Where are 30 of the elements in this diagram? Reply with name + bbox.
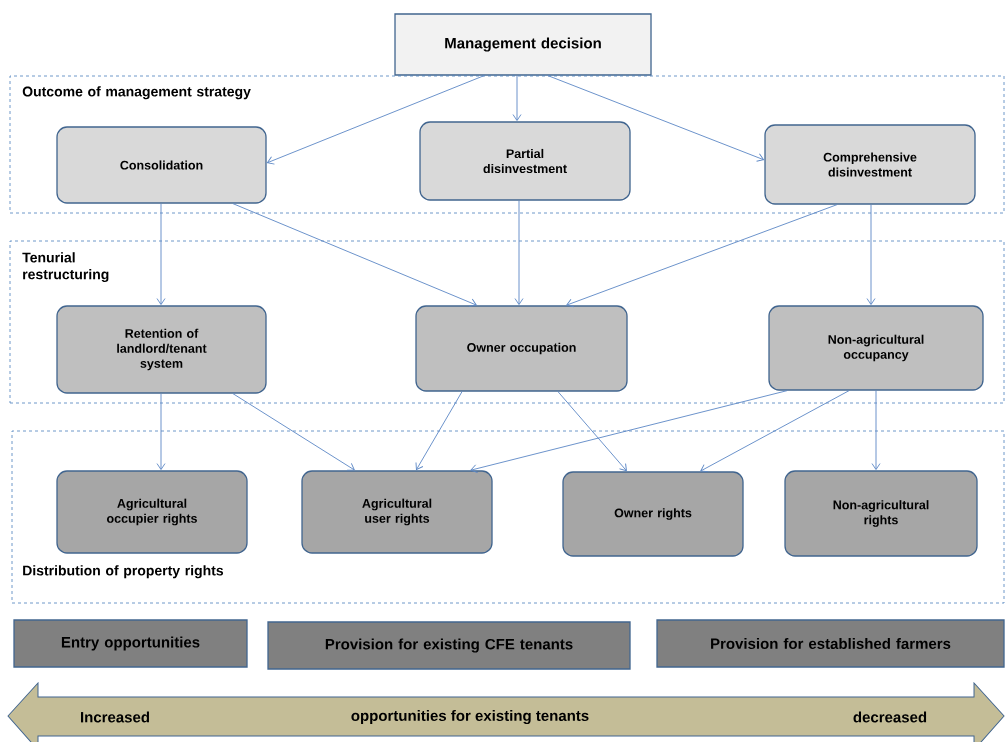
process-box: Owner occupation [415,305,628,392]
arrow [866,204,876,305]
region-heading: Distribution of property rights [23,565,224,579]
arrow [700,390,850,473]
arrow [156,393,166,470]
process-box: Retention of landlord/tenant system [56,305,267,394]
process-box: Agricultural user rights [301,470,493,554]
arrow [415,391,463,471]
process-box: Consolidation [56,126,267,204]
arrow [232,393,355,471]
process-box: Non-agricultural rights [784,470,978,557]
process-box: Owner rights [562,471,744,557]
arrow [871,390,881,470]
region-heading: Outcome of management strategy [22,86,251,100]
arrow [512,75,522,121]
arrow [470,390,788,474]
process-box: Non-agricultural occupancy [768,305,984,391]
outcome-bar: Provision for existing CFE tenants [267,621,631,670]
arrow [514,200,524,305]
arrow [547,75,765,162]
process-box: Comprehensive disinvestment [764,124,976,205]
outcome-bar: Entry opportunities [13,619,248,668]
region-heading: Tenurial restructuring [22,252,109,283]
process-box: Agricultural occupier rights [56,470,248,554]
arrow [156,203,166,305]
outcome-bar: Provision for established farmers [656,619,1005,668]
arrow [266,75,485,165]
decision-box: Management decision [394,13,652,76]
arrow [557,391,627,472]
process-box: Partial disinvestment [419,121,631,201]
